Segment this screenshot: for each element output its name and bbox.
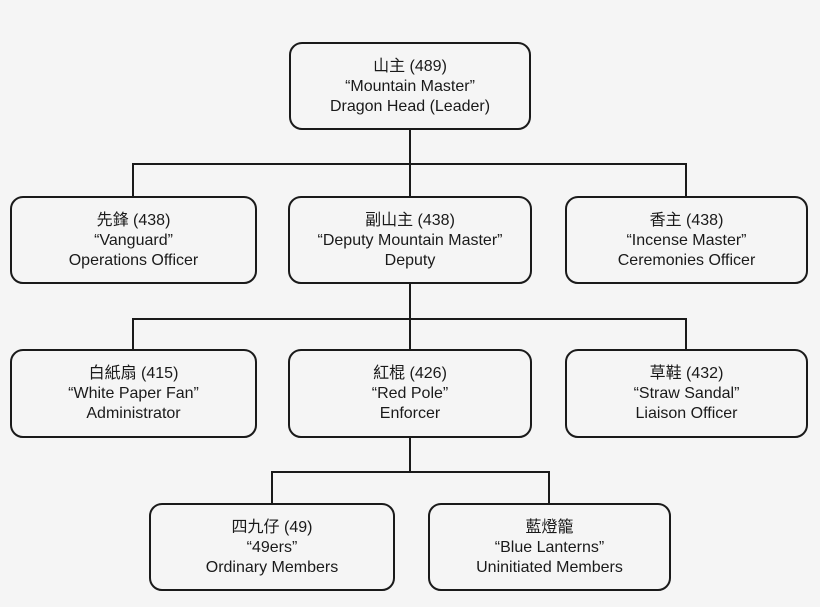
node-white-paper-fan: 白紙扇 (415) “White Paper Fan” Administrato…: [10, 349, 257, 438]
connector-line: [409, 318, 411, 350]
node-role: Ceremonies Officer: [617, 251, 756, 269]
node-role: Enforcer: [379, 405, 441, 422]
node-role: Administrator: [86, 405, 181, 422]
connector-line: [409, 163, 411, 196]
node-role: Operations Officer: [68, 251, 199, 269]
node-role: Deputy: [384, 251, 436, 269]
node-straw-sandal: 草鞋 (432) “Straw Sandal” Liaison Officer: [565, 349, 808, 438]
connector-line: [132, 163, 134, 196]
node-chinese-title: 藍燈籠: [525, 518, 574, 536]
node-role: Ordinary Members: [205, 558, 339, 576]
node-english-name: “49ers”: [246, 538, 298, 556]
connector-line: [409, 130, 411, 164]
node-role: Uninitiated Members: [476, 558, 623, 576]
node-blue-lanterns: 藍燈籠 “Blue Lanterns” Uninitiated Members: [428, 503, 671, 591]
node-role: Dragon Head (Leader): [329, 97, 491, 115]
connector-line: [409, 283, 411, 319]
node-mountain-master: 山主 (489) “Mountain Master” Dragon Head (…: [289, 42, 531, 130]
connector-line: [132, 318, 134, 350]
node-vanguard: 先鋒 (438) “Vanguard” Operations Officer: [10, 196, 257, 284]
connector-line: [685, 318, 687, 350]
node-deputy-mountain-master: 副山主 (438) “Deputy Mountain Master” Deput…: [288, 196, 532, 284]
node-incense-master: 香主 (438) “Incense Master” Ceremonies Off…: [565, 196, 808, 284]
node-red-pole: 紅棍 (426) “Red Pole” Enforcer: [288, 349, 532, 438]
node-forty-niners: 四九仔 (49) “49ers” Ordinary Members: [149, 503, 395, 591]
node-english-name: “Straw Sandal”: [633, 385, 740, 402]
node-chinese-title: 草鞋 (432): [649, 365, 724, 382]
node-role: Liaison Officer: [635, 405, 738, 422]
node-english-name: “Vanguard”: [94, 231, 173, 249]
node-chinese-title: 先鋒 (438): [96, 211, 171, 229]
node-chinese-title: 山主 (489): [373, 57, 447, 75]
node-chinese-title: 副山主 (438): [365, 211, 455, 229]
connector-line: [409, 438, 411, 472]
node-english-name: “Mountain Master”: [345, 77, 475, 95]
node-chinese-title: 白紙扇 (415): [88, 365, 179, 382]
node-english-name: “Incense Master”: [626, 231, 747, 249]
node-english-name: “Blue Lanterns”: [494, 538, 605, 556]
node-chinese-title: 香主 (438): [649, 211, 724, 229]
node-english-name: “Deputy Mountain Master”: [317, 231, 503, 249]
connector-line: [685, 163, 687, 196]
connector-line: [548, 471, 550, 503]
node-english-name: “White Paper Fan”: [68, 385, 199, 402]
node-english-name: “Red Pole”: [371, 385, 449, 402]
node-chinese-title: 四九仔 (49): [231, 518, 313, 536]
connector-line: [271, 471, 273, 503]
node-chinese-title: 紅棍 (426): [373, 365, 447, 382]
connector-line: [271, 471, 550, 473]
